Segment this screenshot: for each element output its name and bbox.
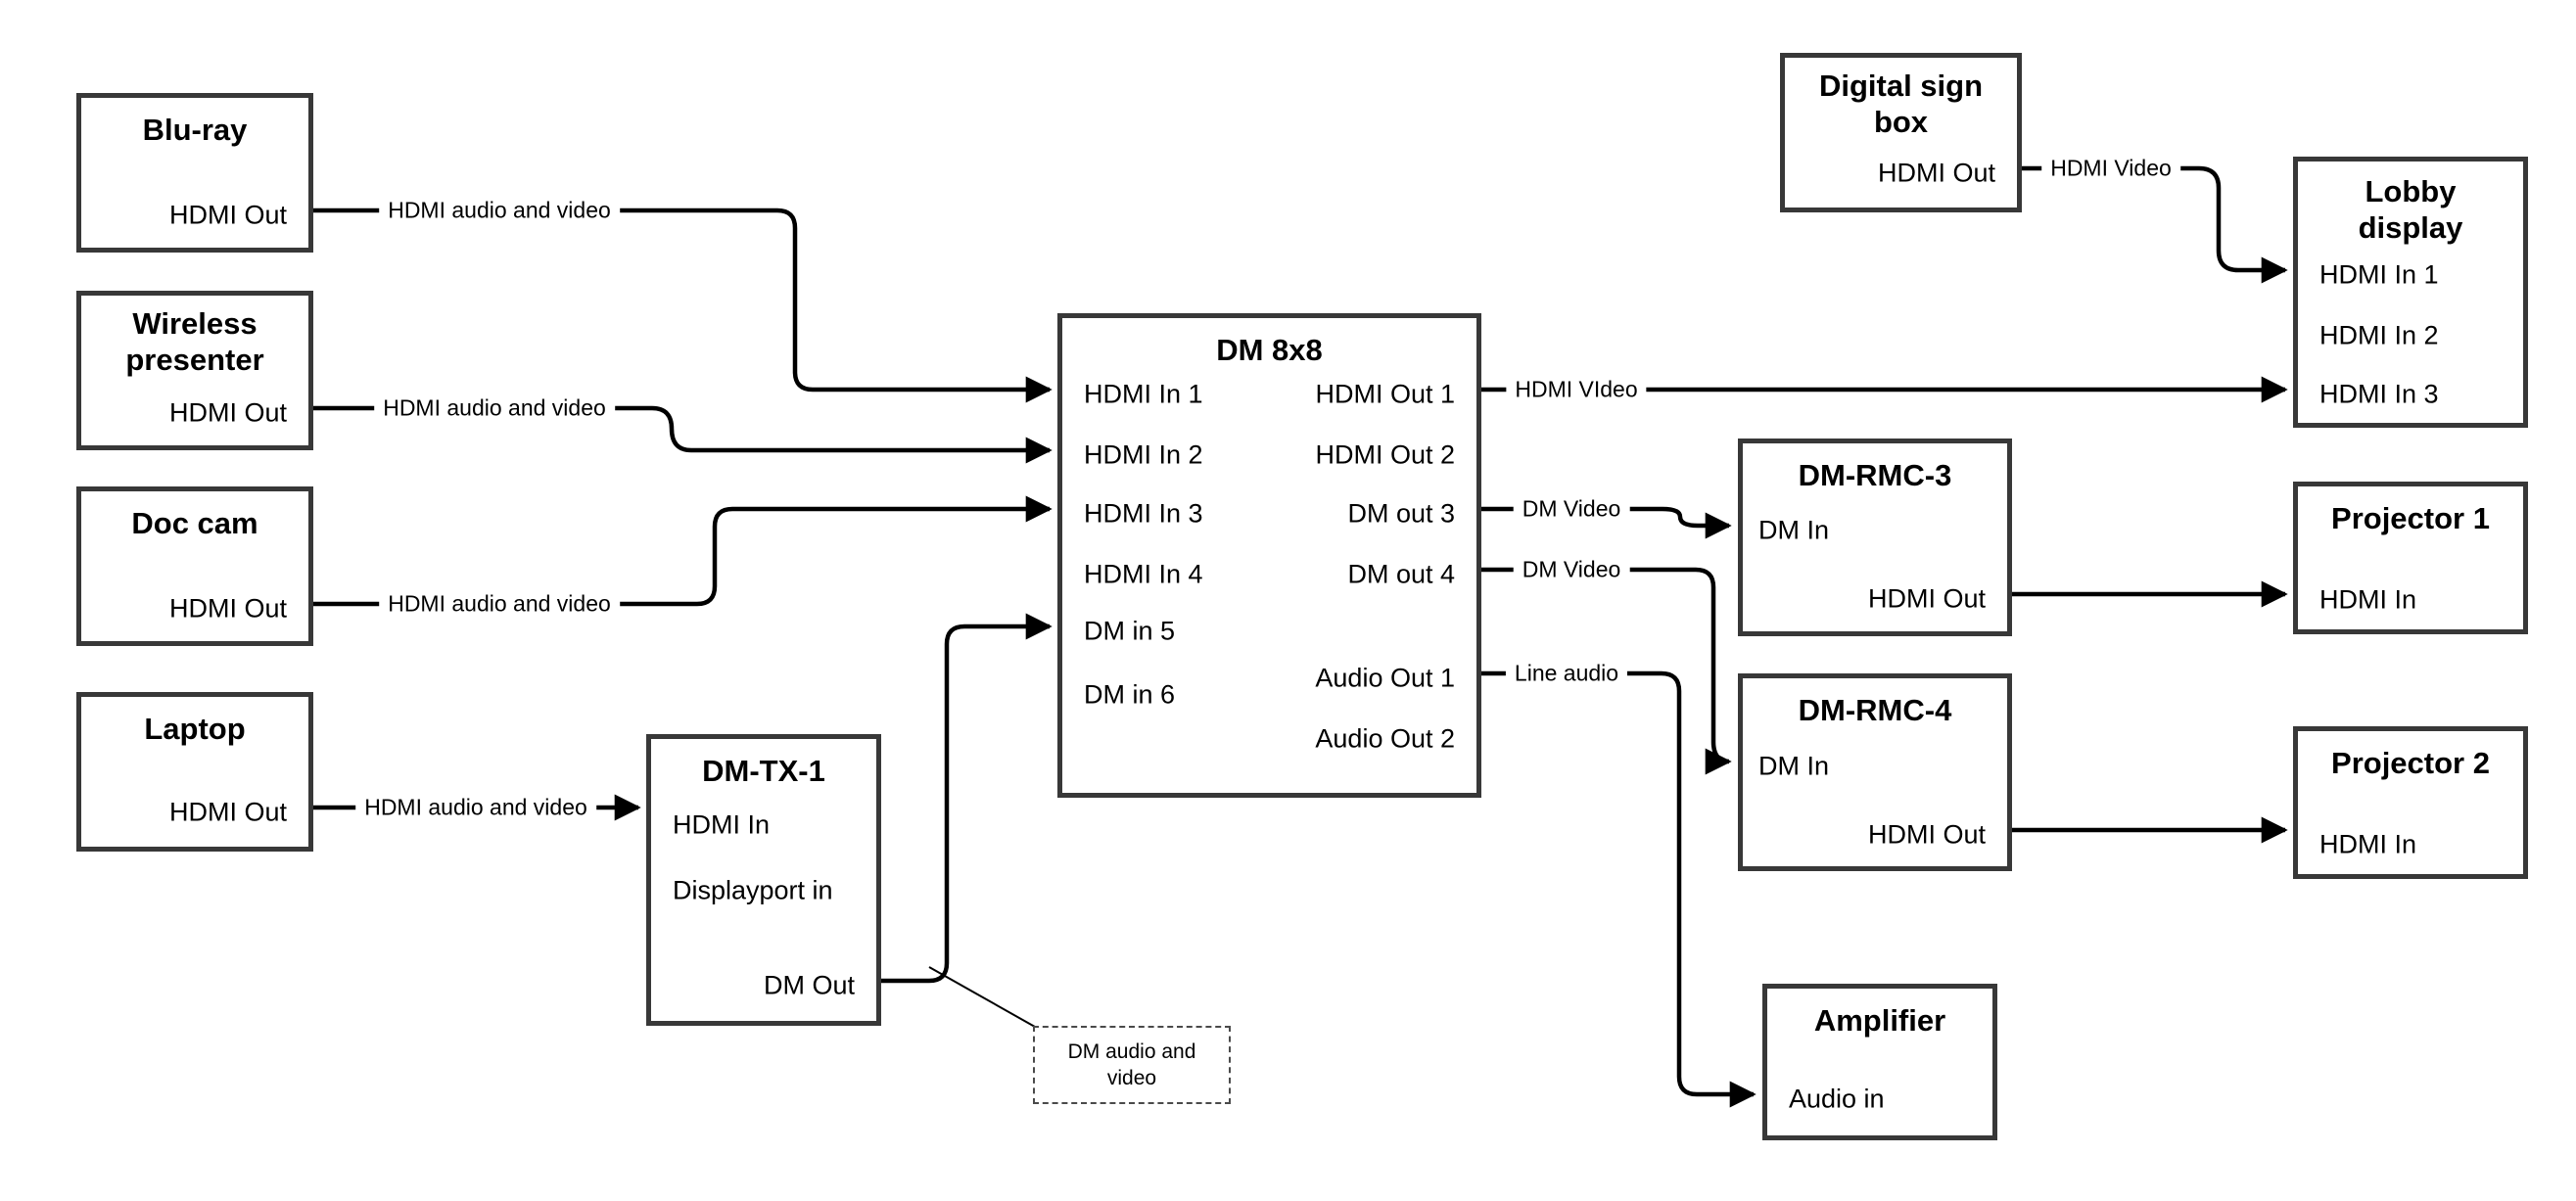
port-dm-in: DM In bbox=[1758, 515, 1830, 545]
wire-sign-to-lobby bbox=[2022, 165, 2288, 284]
port-audio-out-1: Audio Out 1 bbox=[1315, 663, 1455, 693]
node-doc-cam[interactable]: Doc cam HDMI Out bbox=[76, 486, 313, 646]
port-hdmi-out-2: HDMI Out 2 bbox=[1315, 439, 1455, 470]
note-dm-audio-and-video[interactable]: DM audio and video bbox=[1033, 1026, 1231, 1104]
port-hdmi-out: HDMI Out bbox=[168, 593, 287, 624]
node-title: Laptop bbox=[144, 712, 246, 746]
wire-dm-out-4-to-rmc4 bbox=[1481, 567, 1732, 775]
port-hdmi-in-3: HDMI In 3 bbox=[1084, 498, 1203, 529]
node-title: DM-RMC-3 bbox=[1798, 458, 1952, 492]
node-title: Projector 1 bbox=[2331, 501, 2490, 535]
wire-label-dm-video-out3: DM Video bbox=[1513, 494, 1630, 524]
port-hdmi-in-1: HDMI In 1 bbox=[2319, 259, 2439, 290]
port-dm-in: DM In bbox=[1758, 751, 1830, 781]
node-title: Amplifier bbox=[1813, 1003, 1946, 1038]
wire-label-sign-hdmi-video: HDMI Video bbox=[2041, 154, 2180, 183]
port-hdmi-out: HDMI Out bbox=[168, 200, 287, 230]
port-dm-in-6: DM in 6 bbox=[1084, 679, 1176, 710]
port-dm-out-3: DM out 3 bbox=[1347, 498, 1455, 529]
node-dm-rmc-4[interactable]: DM-RMC-4 DM In HDMI Out bbox=[1738, 673, 2012, 871]
node-title: Digital sign box bbox=[1818, 69, 1984, 139]
port-hdmi-in-4: HDMI In 4 bbox=[1084, 559, 1203, 589]
node-title: DM 8x8 bbox=[1216, 333, 1323, 367]
node-laptop[interactable]: Laptop HDMI Out bbox=[76, 692, 313, 852]
port-hdmi-in: HDMI In bbox=[673, 809, 771, 840]
port-hdmi-out-1: HDMI Out 1 bbox=[1315, 379, 1455, 409]
wire-label-laptop: HDMI audio and video bbox=[355, 793, 596, 822]
port-hdmi-out: HDMI Out bbox=[1877, 158, 1995, 188]
node-title: DM-RMC-4 bbox=[1798, 693, 1952, 727]
wire-dmtx1-to-dm-in-5 bbox=[881, 613, 1053, 984]
wire-label-doccam: HDMI audio and video bbox=[379, 589, 620, 619]
port-hdmi-in-3: HDMI In 3 bbox=[2319, 379, 2439, 409]
node-wireless-presenter[interactable]: Wireless presenter HDMI Out bbox=[76, 291, 313, 450]
wire-label-line-audio: Line audio bbox=[1505, 659, 1628, 688]
node-title: Projector 2 bbox=[2331, 746, 2490, 780]
port-dm-out-4: DM out 4 bbox=[1347, 559, 1455, 589]
wire-audio-out-1-to-amplifier bbox=[1481, 670, 1756, 1108]
node-lobby-display[interactable]: Lobby display HDMI In 1 HDMI In 2 HDMI I… bbox=[2293, 157, 2528, 428]
node-dm-rmc-3[interactable]: DM-RMC-3 DM In HDMI Out bbox=[1738, 439, 2012, 636]
node-projector-1[interactable]: Projector 1 HDMI In bbox=[2293, 482, 2528, 634]
node-digital-sign-box[interactable]: Digital sign box HDMI Out bbox=[1780, 53, 2022, 212]
wire-label-bluray: HDMI audio and video bbox=[379, 196, 620, 225]
port-hdmi-out: HDMI Out bbox=[168, 797, 287, 827]
note-text: DM audio and video bbox=[1067, 1040, 1196, 1089]
node-bluray[interactable]: Blu-ray HDMI Out bbox=[76, 93, 313, 253]
node-dm-8x8[interactable]: DM 8x8 HDMI In 1 HDMI In 2 HDMI In 3 HDM… bbox=[1057, 313, 1481, 798]
node-title: Lobby display bbox=[2358, 174, 2463, 245]
wire-label-dm-video-out4: DM Video bbox=[1513, 555, 1630, 584]
port-audio-in: Audio in bbox=[1789, 1084, 1885, 1114]
node-dm-tx-1[interactable]: DM-TX-1 HDMI In Displayport in DM Out bbox=[646, 734, 881, 1026]
port-dm-in-5: DM in 5 bbox=[1084, 616, 1176, 646]
wire-bluray-to-hdmi-in-1 bbox=[313, 208, 1053, 403]
port-dm-out: DM Out bbox=[763, 970, 855, 1000]
wire-dm-out-3-to-rmc3 bbox=[1481, 506, 1732, 539]
node-title: Wireless presenter bbox=[125, 306, 264, 377]
wire-wireless-to-hdmi-in-2 bbox=[313, 405, 1053, 464]
node-projector-2[interactable]: Projector 2 HDMI In bbox=[2293, 726, 2528, 879]
port-audio-out-2: Audio Out 2 bbox=[1315, 723, 1455, 754]
port-hdmi-in: HDMI In bbox=[2319, 829, 2417, 859]
node-amplifier[interactable]: Amplifier Audio in bbox=[1762, 984, 1997, 1140]
port-displayport-in: Displayport in bbox=[673, 875, 833, 905]
port-hdmi-in-2: HDMI In 2 bbox=[1084, 439, 1203, 470]
wire-doccam-to-hdmi-in-3 bbox=[313, 495, 1053, 607]
port-hdmi-in: HDMI In bbox=[2319, 584, 2417, 615]
node-title: Doc cam bbox=[131, 506, 258, 540]
port-hdmi-in-2: HDMI In 2 bbox=[2319, 320, 2439, 350]
port-hdmi-out: HDMI Out bbox=[1867, 819, 1986, 850]
port-hdmi-out: HDMI Out bbox=[1867, 583, 1986, 614]
note-callout-line bbox=[928, 966, 1036, 1028]
node-title: DM-TX-1 bbox=[702, 754, 825, 788]
port-hdmi-in-1: HDMI In 1 bbox=[1084, 379, 1203, 409]
wire-label-wireless: HDMI audio and video bbox=[374, 393, 615, 423]
port-hdmi-out: HDMI Out bbox=[168, 397, 287, 428]
node-title: Blu-ray bbox=[142, 113, 248, 147]
wire-label-hdmi-video-out1: HDMI VIdeo bbox=[1506, 375, 1647, 404]
